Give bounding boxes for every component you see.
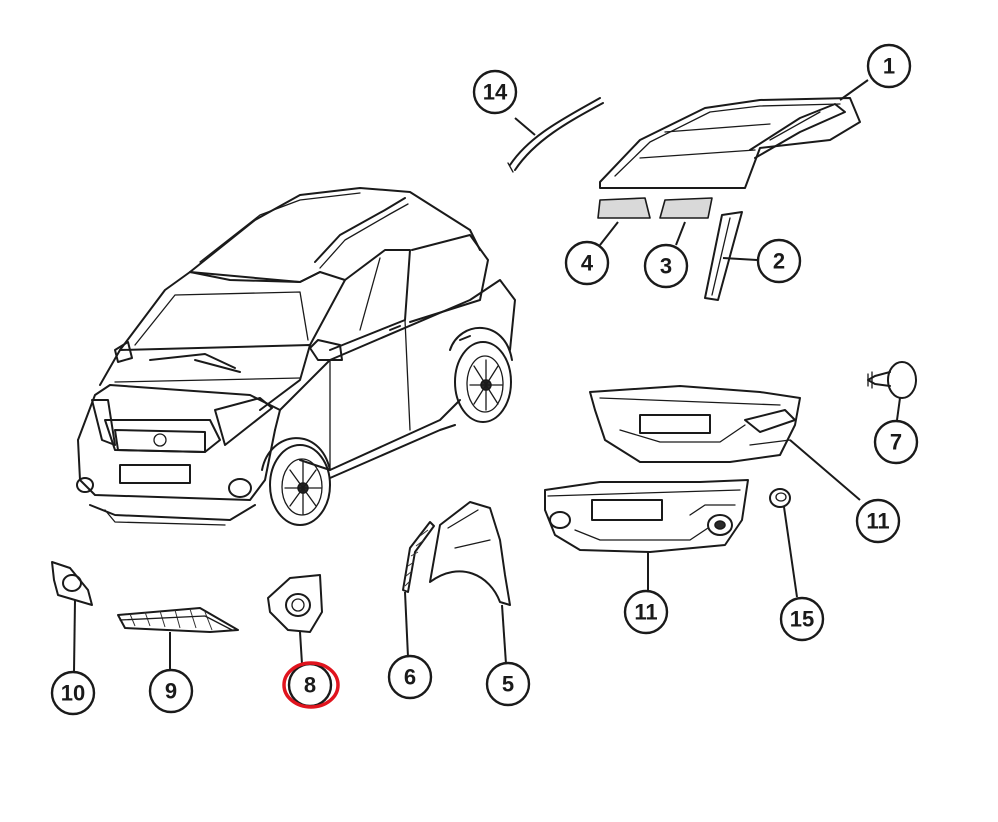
- callout-11-front-label: 11: [634, 600, 657, 625]
- part-8-fog-bezel: [267, 574, 323, 633]
- callout-7: 7: [873, 419, 919, 465]
- part-5-fender: [429, 501, 511, 606]
- leader-3: [675, 221, 686, 246]
- part-6-fender-strip: [402, 521, 435, 593]
- callout-6: 6: [387, 654, 433, 700]
- callout-2: 2: [756, 238, 802, 284]
- callout-11-front: 11: [623, 589, 669, 635]
- leader-14: [514, 117, 536, 136]
- leader-lines: [73, 79, 901, 673]
- leader-1: [839, 79, 869, 101]
- part-11-front-bumper: [544, 479, 749, 553]
- part-2-pillar-trim: [704, 211, 743, 301]
- leader-10: [73, 599, 76, 673]
- leader-5: [501, 604, 507, 665]
- leader-6: [404, 591, 409, 658]
- callout-11-rear: 11: [855, 498, 901, 544]
- leader-4: [599, 221, 619, 246]
- callout-1-label: 1: [883, 54, 895, 79]
- part-3-roof-pad: [659, 197, 713, 219]
- callout-2-label: 2: [773, 249, 785, 274]
- callout-8-highlight-ring: [282, 661, 340, 709]
- part-1-roof-panel: [599, 97, 861, 189]
- callout-1: 1: [866, 43, 912, 89]
- callout-9: 9: [148, 668, 194, 714]
- leader-7: [896, 397, 901, 421]
- callout-6-label: 6: [404, 665, 416, 690]
- callout-8: 8: [287, 662, 333, 708]
- callout-10: 10: [50, 670, 96, 716]
- part-4-roof-pad: [597, 197, 651, 219]
- callout-11-rear-label: 11: [866, 509, 889, 534]
- callout-10-label: 10: [61, 681, 85, 706]
- part-10-corner-bracket: [51, 561, 93, 606]
- callout-9-label: 9: [165, 679, 177, 704]
- callout-14-label: 14: [483, 80, 508, 105]
- part-11-rear-bumper: [589, 385, 801, 463]
- leader-11-rear: [789, 439, 861, 501]
- callout-8-label: 8: [304, 673, 316, 698]
- callout-15: 15: [779, 596, 825, 642]
- callout-3: 3: [643, 243, 689, 289]
- callout-4: 4: [564, 240, 610, 286]
- part-9-skid-plate: [117, 607, 239, 633]
- callout-3-label: 3: [660, 254, 672, 279]
- car-illustration: [76, 187, 516, 526]
- callout-4-label: 4: [581, 251, 594, 276]
- callout-14: 14: [472, 69, 518, 115]
- callout-5-label: 5: [502, 672, 514, 697]
- part-14-roof-molding: [507, 97, 604, 173]
- callout-7-label: 7: [890, 430, 902, 455]
- leader-8: [299, 631, 303, 665]
- leader-2: [722, 257, 758, 261]
- part-15-cap: [769, 488, 791, 508]
- part-7-clip: [867, 361, 917, 399]
- callout-15-label: 15: [790, 607, 814, 632]
- callout-5: 5: [485, 661, 531, 707]
- leader-15: [783, 506, 798, 598]
